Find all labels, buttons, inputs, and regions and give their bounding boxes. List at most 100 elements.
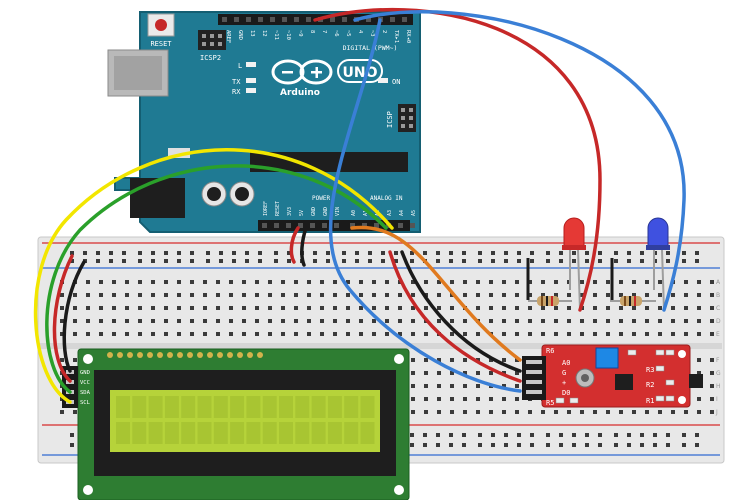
power-pin[interactable] bbox=[286, 223, 291, 228]
breadboard-hole bbox=[598, 443, 602, 447]
breadboard-hole bbox=[164, 332, 168, 336]
breadboard-hole bbox=[109, 251, 113, 255]
digital-pin[interactable] bbox=[282, 17, 287, 22]
lcd-character-cell bbox=[327, 396, 342, 418]
breadboard-hole bbox=[70, 251, 74, 255]
sensor-pin[interactable] bbox=[526, 390, 542, 394]
breadboard-hole bbox=[342, 251, 346, 255]
breadboard-hole bbox=[645, 319, 649, 323]
icsp-pin bbox=[401, 124, 405, 128]
digital-label: DIGITAL (PWM~) bbox=[343, 44, 398, 52]
breadboard-hole bbox=[541, 410, 545, 414]
breadboard-hole bbox=[546, 259, 550, 263]
breadboard-hole bbox=[632, 410, 636, 414]
sensor-pin[interactable] bbox=[526, 370, 542, 374]
digital-pin[interactable] bbox=[366, 17, 371, 22]
l-led bbox=[246, 62, 256, 67]
breadboard-hole bbox=[86, 293, 90, 297]
breadboard-hole bbox=[606, 410, 610, 414]
breadboard-hole bbox=[598, 251, 602, 255]
lcd-character-cell bbox=[213, 396, 228, 418]
digital-pin[interactable] bbox=[258, 17, 263, 22]
breadboard-hole bbox=[695, 251, 699, 255]
power-pin[interactable] bbox=[334, 223, 339, 228]
capacitor-left-top bbox=[207, 187, 221, 201]
breadboard-row-letter: I bbox=[716, 396, 718, 403]
breadboard-hole bbox=[294, 293, 298, 297]
lcd-header-pin bbox=[247, 352, 253, 358]
reset-button-cap[interactable] bbox=[155, 19, 167, 31]
analog-pin[interactable] bbox=[350, 223, 355, 228]
analog-pin[interactable] bbox=[374, 223, 379, 228]
smd-component bbox=[665, 379, 675, 386]
sensor-mount-hole-2 bbox=[678, 396, 686, 404]
lcd-character-cell bbox=[116, 396, 130, 418]
digital-pin[interactable] bbox=[342, 17, 347, 22]
breadboard-hole bbox=[593, 280, 597, 284]
breadboard-hole bbox=[151, 319, 155, 323]
lcd-character-cell bbox=[246, 422, 261, 444]
breadboard-hole bbox=[242, 332, 246, 336]
icsp2-pin bbox=[210, 34, 214, 38]
digital-pin[interactable] bbox=[270, 17, 275, 22]
breadboard-hole bbox=[450, 306, 454, 310]
breadboard-hole bbox=[645, 280, 649, 284]
breadboard-hole bbox=[567, 306, 571, 310]
breadboard-hole bbox=[190, 306, 194, 310]
breadboard-hole bbox=[177, 280, 181, 284]
sensor-pin[interactable] bbox=[526, 380, 542, 384]
breadboard-hole bbox=[614, 259, 618, 263]
sensor-pin-label: G bbox=[562, 369, 566, 377]
digital-pin[interactable] bbox=[246, 17, 251, 22]
breadboard-hole bbox=[96, 251, 100, 255]
digital-pin[interactable] bbox=[222, 17, 227, 22]
breadboard-hole bbox=[463, 384, 467, 388]
digital-pin[interactable] bbox=[402, 17, 407, 22]
power-pin[interactable] bbox=[274, 223, 279, 228]
digital-pin[interactable] bbox=[234, 17, 239, 22]
wire-black-gnd bbox=[62, 260, 86, 373]
digital-pin[interactable] bbox=[294, 17, 299, 22]
breadboard-hole bbox=[229, 319, 233, 323]
breadboard-hole bbox=[398, 306, 402, 310]
tx-led bbox=[246, 78, 256, 83]
breadboard-hole bbox=[281, 293, 285, 297]
breadboard-hole bbox=[463, 332, 467, 336]
breadboard-hole bbox=[463, 371, 467, 375]
power-pin[interactable] bbox=[322, 223, 327, 228]
breadboard-hole bbox=[424, 410, 428, 414]
breadboard-hole bbox=[436, 443, 440, 447]
breadboard-hole bbox=[546, 433, 550, 437]
breadboard-hole bbox=[437, 319, 441, 323]
analog-pin[interactable] bbox=[362, 223, 367, 228]
digital-pin[interactable] bbox=[390, 17, 395, 22]
power-pin[interactable] bbox=[298, 223, 303, 228]
breadboard-hole bbox=[567, 332, 571, 336]
breadboard-hole bbox=[567, 410, 571, 414]
breadboard-hole bbox=[359, 293, 363, 297]
breadboard-hole bbox=[151, 332, 155, 336]
breadboard-hole bbox=[572, 433, 576, 437]
breadboard-hole bbox=[476, 371, 480, 375]
breadboard-hole bbox=[381, 251, 385, 255]
lcd-character-cell bbox=[295, 396, 310, 418]
breadboard-hole bbox=[593, 293, 597, 297]
breadboard-hole bbox=[229, 280, 233, 284]
breadboard-hole bbox=[449, 259, 453, 263]
breadboard-hole bbox=[697, 371, 701, 375]
sensor-pin[interactable] bbox=[526, 360, 542, 364]
breadboard-hole bbox=[489, 371, 493, 375]
sensor-pin-label: D0 bbox=[562, 389, 570, 397]
power-pin[interactable] bbox=[310, 223, 315, 228]
breadboard-hole bbox=[489, 306, 493, 310]
breadboard-hole bbox=[627, 251, 631, 255]
breadboard-hole bbox=[206, 259, 210, 263]
breadboard-hole bbox=[346, 319, 350, 323]
digital-pin[interactable] bbox=[306, 17, 311, 22]
analog-pin[interactable] bbox=[410, 223, 415, 228]
breadboard-hole bbox=[245, 251, 249, 255]
power-pin[interactable] bbox=[262, 223, 267, 228]
breadboard-hole bbox=[476, 332, 480, 336]
digital-pin[interactable] bbox=[330, 17, 335, 22]
analog-pin[interactable] bbox=[398, 223, 403, 228]
